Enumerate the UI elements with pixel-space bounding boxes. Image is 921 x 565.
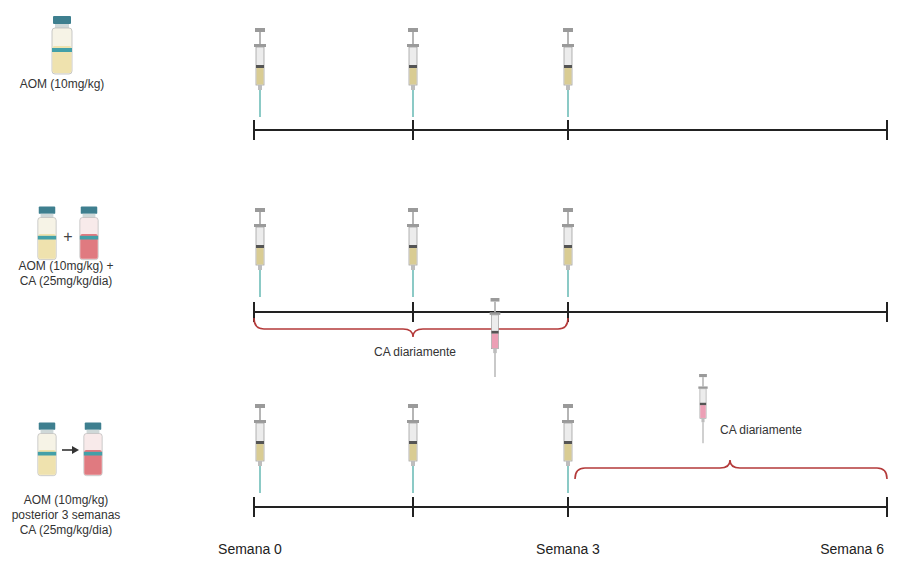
vial — [52, 16, 72, 74]
bracket — [254, 318, 568, 337]
bracket — [575, 460, 887, 479]
period-label: CA diariamente — [374, 345, 456, 360]
timeline — [254, 302, 887, 322]
arrow — [62, 446, 79, 454]
syringe — [254, 404, 266, 493]
week-label: Semana 0 — [218, 542, 282, 557]
syringe — [407, 208, 419, 297]
period-label: CA diariamente — [720, 423, 802, 438]
vial — [38, 423, 56, 476]
syringe — [254, 208, 266, 297]
vial — [80, 207, 98, 260]
plus-sign: + — [63, 229, 72, 244]
group-label: AOM (10mg/kg) + CA (25mg/kg/dia) — [10, 259, 122, 289]
group-label: AOM (10mg/kg) — [6, 77, 118, 92]
group-label: AOM (10mg/kg) posterior 3 semanas CA (25… — [8, 493, 124, 538]
syringe — [254, 28, 266, 117]
syringe — [490, 298, 501, 377]
timeline — [254, 120, 887, 140]
syringe — [562, 404, 574, 493]
week-label: Semana 6 — [820, 542, 884, 557]
week-label: Semana 3 — [536, 542, 600, 557]
syringe — [407, 404, 419, 493]
timeline — [254, 497, 887, 517]
vial — [84, 423, 102, 476]
vial — [38, 207, 56, 260]
syringe — [562, 28, 574, 117]
syringe — [698, 374, 707, 443]
syringe — [562, 208, 574, 297]
syringe — [407, 28, 419, 117]
